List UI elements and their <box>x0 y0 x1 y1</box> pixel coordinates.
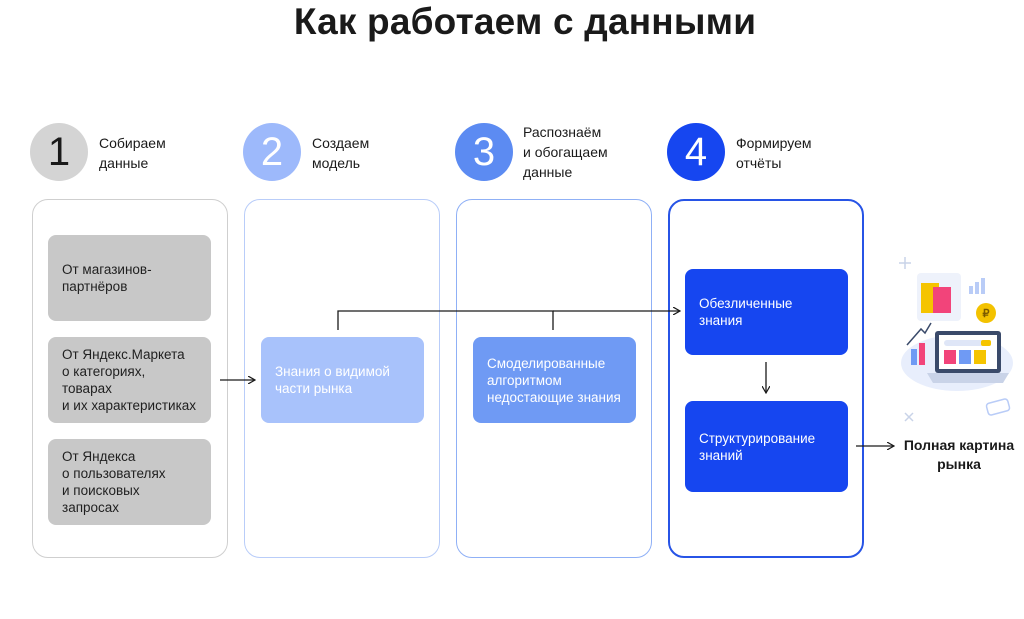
step-3-label: Распознаём и обогащаем данные <box>523 124 608 180</box>
step-2-label: Создаем модель <box>312 135 370 171</box>
shopping-bag-icon <box>933 287 951 313</box>
source-yandex-market: От Яндекс.Маркета о категориях, товарах … <box>48 337 211 423</box>
product-tile <box>959 350 971 364</box>
step-2-circle: 2 <box>243 123 301 181</box>
chart-bar <box>975 282 979 294</box>
step-4-label: Формируем отчёты <box>736 135 812 171</box>
step-1-label: Собираем данные <box>99 135 166 171</box>
coin-icon <box>976 303 996 323</box>
page-title: Как работаем с данными <box>293 1 757 42</box>
source-yandex-users: От Яндекса о пользователях и поисковых з… <box>48 439 211 525</box>
step-1-circle: 1 <box>30 123 88 181</box>
search-button <box>981 340 991 346</box>
growth-bar <box>911 349 917 365</box>
product-tile <box>944 350 956 364</box>
laptop-base <box>927 373 1009 383</box>
price-tag-icon <box>985 398 1011 416</box>
anonymized-knowledge-box: Обезличенные знания <box>685 269 848 355</box>
growth-bar <box>919 343 925 365</box>
bracket-connector <box>337 310 554 330</box>
laptop-shopping-illustration: ₽ <box>899 257 1013 422</box>
chart-bar <box>981 278 985 294</box>
structured-knowledge-box: Структурирование знаний <box>685 401 848 492</box>
full-market-picture-label: Полная картина рынка <box>903 437 1015 472</box>
search-bar <box>944 340 984 346</box>
visible-market-knowledge-box: Знания о видимой части рынка <box>261 337 424 423</box>
product-tile <box>974 350 986 364</box>
chart-bar <box>969 286 973 294</box>
step-4-circle: 4 <box>667 123 725 181</box>
sparkle-icon <box>904 412 914 422</box>
svg-text:₽: ₽ <box>983 308 990 320</box>
step-3-circle: 3 <box>455 123 513 181</box>
sparkle-icon <box>899 257 911 269</box>
source-partner-stores: От магазинов- партнёров <box>48 235 211 321</box>
growth-arrow-icon <box>906 322 932 346</box>
modeled-knowledge-box: Смоделированные алгоритмом недостающие з… <box>473 337 636 423</box>
